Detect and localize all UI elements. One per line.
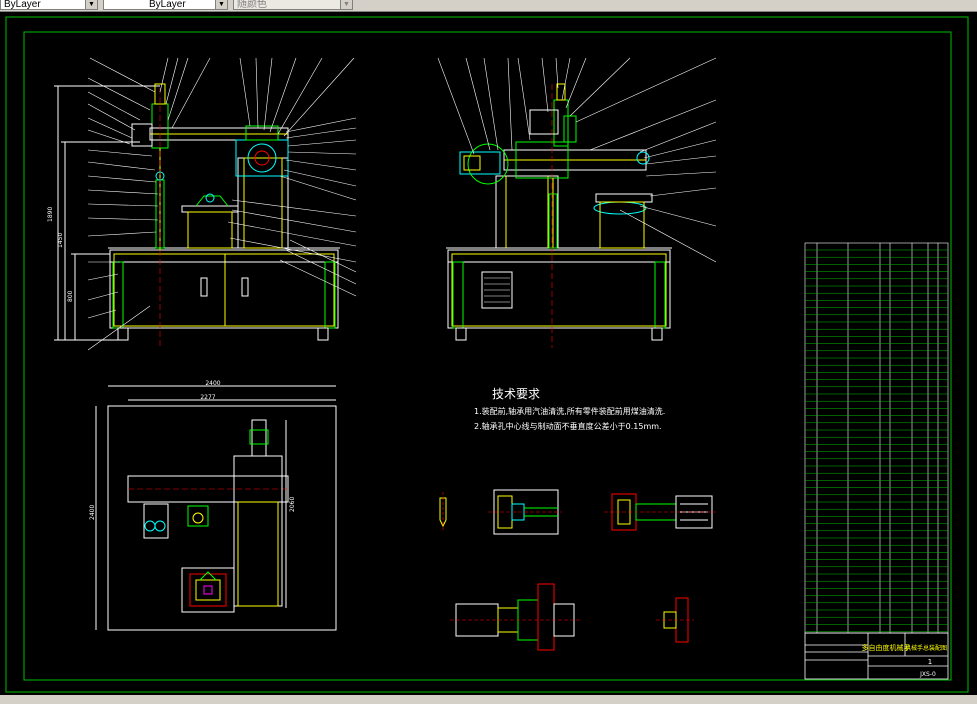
dim-plan-depth: 2400	[89, 505, 96, 520]
title-block	[804, 632, 949, 680]
titleblock-sheet: 1	[928, 658, 932, 666]
titleblock-main: 多自由度机械手	[862, 643, 911, 652]
lineweight-value: ByLayer	[149, 0, 186, 10]
tech-note-2: 2.轴承孔中心线与制动面不垂直度公差小于0.15mm.	[474, 421, 662, 431]
detail-views	[439, 489, 716, 651]
tech-note-1: 1.装配前,轴承用汽油清洗,所有零件装配前用煤油清洗.	[474, 406, 665, 416]
chevron-down-icon[interactable]: ▼	[215, 0, 227, 9]
dim-height-top: 1890	[47, 207, 54, 222]
front-view: 1890 1450 800	[47, 57, 357, 351]
tech-requirements-title: 技术要求	[492, 387, 540, 401]
dim-plan-inner-width: 2277	[200, 394, 215, 401]
dim-plan-width: 2400	[205, 380, 220, 387]
linetype-value: ByLayer	[4, 0, 41, 10]
plan-view	[95, 385, 337, 631]
drawing-canvas[interactable]: 1890 1450 800	[0, 12, 977, 695]
dim-height-mid: 1450	[57, 233, 64, 248]
chevron-down-icon[interactable]: ▼	[340, 0, 352, 9]
titleblock-sub: 机械手总装配图	[905, 644, 947, 652]
parts-list-rows	[805, 249, 948, 632]
dim-height-base: 800	[67, 290, 74, 302]
chevron-down-icon[interactable]: ▼	[85, 0, 97, 9]
plotstyle-value: 随颜色	[237, 0, 267, 10]
parts-list	[804, 242, 949, 634]
sheet-outer-border	[5, 16, 969, 693]
properties-toolbar: ByLayer ▼ ByLayer ▼ 随颜色 ▼	[0, 0, 977, 12]
status-bar	[0, 695, 977, 704]
dim-plan-inner: 2060	[289, 497, 296, 512]
linetype-dropdown[interactable]: ByLayer ▼	[0, 0, 98, 10]
titleblock-drawing-no: JXS-0	[919, 671, 936, 678]
sheet-inner-border	[23, 31, 952, 681]
plotstyle-dropdown[interactable]: 随颜色 ▼	[233, 0, 353, 10]
lineweight-dropdown[interactable]: ByLayer ▼	[103, 0, 228, 10]
side-view	[437, 57, 717, 348]
